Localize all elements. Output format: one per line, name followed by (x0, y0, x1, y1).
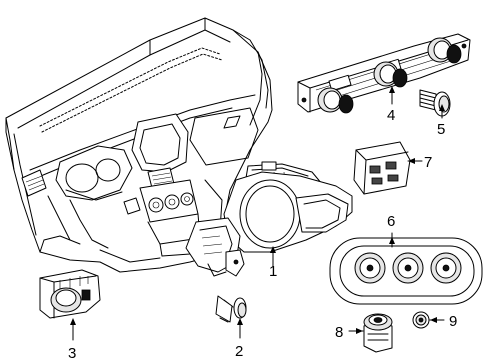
callout-2: 2 (235, 343, 243, 360)
leader-lines (70, 86, 445, 341)
callout-5: 5 (437, 121, 445, 138)
callout-9: 9 (449, 313, 457, 330)
screw-2 (215, 295, 247, 323)
callout-3: 3 (68, 345, 76, 360)
climate-control-module (297, 33, 471, 114)
callout-6: 6 (387, 213, 395, 230)
callout-numbers: 1 2 3 4 5 6 7 8 9 (68, 107, 457, 360)
callout-4: 4 (387, 107, 395, 124)
power-socket-8 (363, 313, 393, 353)
switch-assembly-7 (353, 141, 411, 195)
instrument-cluster (185, 161, 353, 277)
callout-8: 8 (335, 324, 343, 341)
callout-7: 7 (424, 154, 432, 171)
screw-5 (419, 89, 451, 117)
callout-1: 1 (269, 263, 277, 280)
control-faceplate (329, 237, 483, 305)
dashboard-illustration (5, 17, 273, 273)
headlamp-switch (39, 269, 101, 319)
socket-cap-9 (412, 311, 430, 329)
